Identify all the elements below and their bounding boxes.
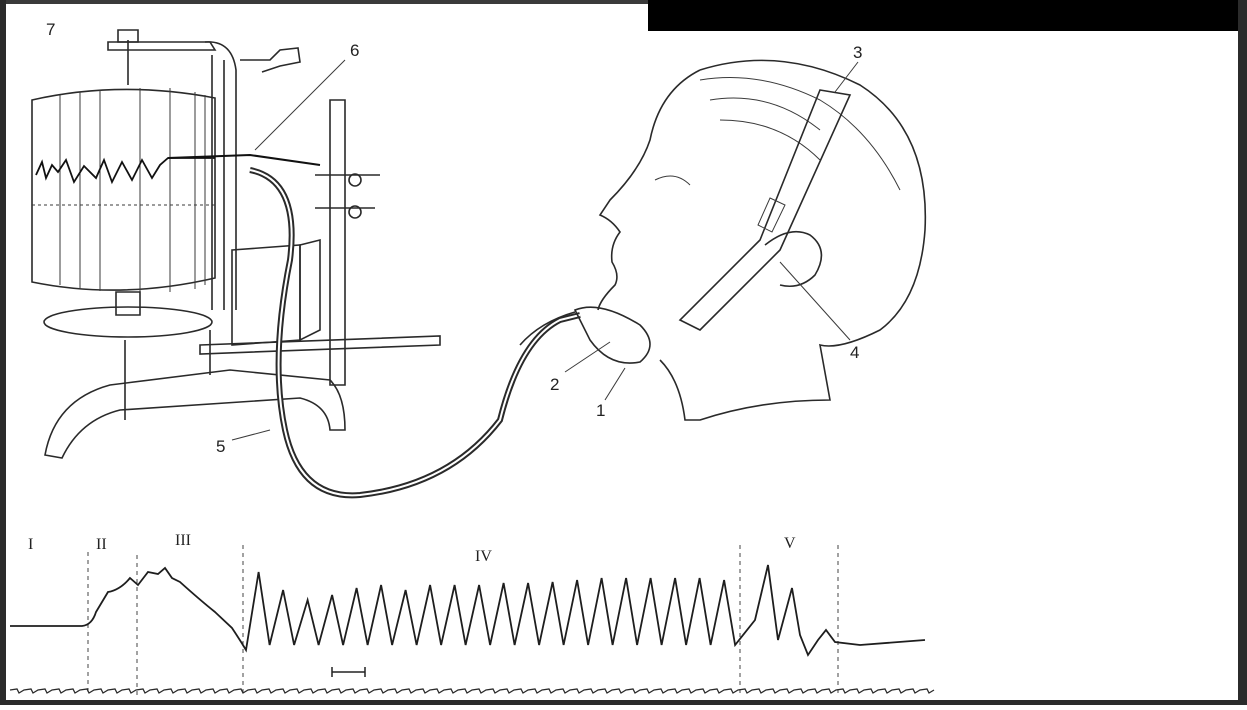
time-scale-bar xyxy=(332,667,365,677)
kymograph-apparatus xyxy=(32,30,580,495)
phase-label-2: II xyxy=(96,536,107,553)
kymograph-drum xyxy=(32,30,215,292)
phase-label-4: IV xyxy=(475,548,492,565)
callout-1: 1 xyxy=(596,401,605,420)
right-edge xyxy=(1238,0,1247,705)
bottom-edge xyxy=(0,700,1247,705)
masticatiogram-trace: I II III IV V xyxy=(10,532,934,695)
callout-2: 2 xyxy=(550,375,559,394)
callout-4: 4 xyxy=(850,343,859,362)
head-profile xyxy=(520,60,925,420)
callout-5: 5 xyxy=(216,437,225,456)
callout-3: 3 xyxy=(853,43,862,62)
chewing-waveform xyxy=(10,565,925,655)
callout-6: 6 xyxy=(350,41,359,60)
left-edge xyxy=(0,0,6,705)
phase-label-3: III xyxy=(175,532,191,549)
leader-lines xyxy=(232,60,858,440)
phase-label-5: V xyxy=(784,535,796,552)
chin-cup xyxy=(575,307,650,363)
kymograph-stand xyxy=(44,42,440,458)
callout-7: 7 xyxy=(46,20,55,39)
phase-label-1: I xyxy=(28,536,33,553)
time-marker-line xyxy=(10,689,934,693)
redaction-bar xyxy=(648,0,1247,31)
